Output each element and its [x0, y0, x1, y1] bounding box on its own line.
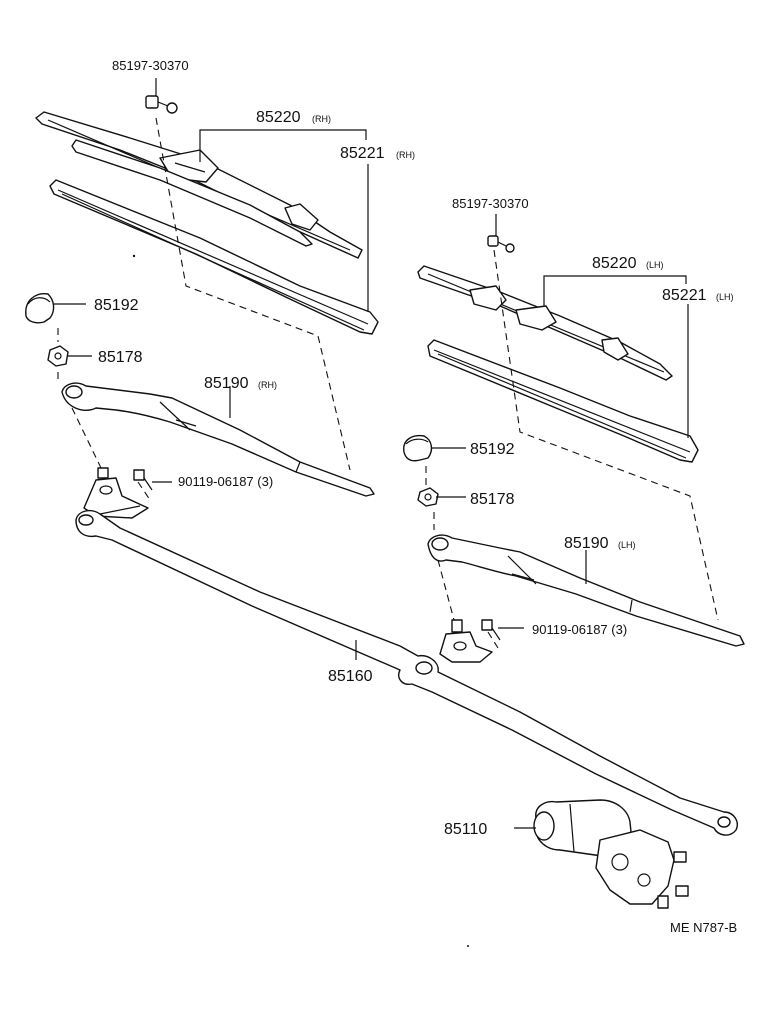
label-arm-rh-side: (RH) — [258, 380, 277, 390]
bolt-85197-lh — [487, 235, 515, 253]
label-arm-lh-side: (LH) — [618, 540, 636, 550]
label-arm-rh: 85190 — [204, 375, 249, 392]
wiper-link-85160 — [75, 505, 738, 836]
label-blade-lh: 85220 — [592, 255, 637, 272]
wiper-arm-lh — [427, 534, 745, 647]
speck — [132, 254, 136, 258]
assembly-guides-lh — [425, 249, 719, 649]
leader-lines-lh — [432, 214, 689, 629]
bolt-85197-rh — [145, 95, 178, 114]
label-refill-lh: 85221 — [662, 287, 707, 304]
label-cap-lh: 85192 — [470, 441, 515, 458]
label-motor: 85110 — [444, 821, 487, 838]
wiper-arm-rh — [61, 382, 375, 497]
label-screw-rh: 90119-06187 (3) — [178, 474, 273, 489]
nut-85178-lh — [417, 487, 439, 507]
leader-lines-rh — [54, 78, 369, 483]
wiper-refill-rh — [49, 179, 379, 335]
label-nut-rh: 85178 — [98, 349, 143, 366]
diagram-code: ME N787-B — [670, 920, 737, 935]
pivot-lh — [439, 619, 501, 663]
label-blade-rh-side: (RH) — [312, 114, 331, 124]
label-link: 85160 — [328, 668, 373, 685]
nut-85178-rh — [47, 345, 69, 367]
label-bolt-lh: 85197-30370 — [452, 196, 529, 211]
label-arm-lh: 85190 — [564, 535, 609, 552]
label-blade-lh-side: (LH) — [646, 260, 664, 270]
label-refill-rh: 85221 — [340, 145, 385, 162]
cap-85192-lh — [403, 434, 433, 462]
wiper-refill-lh — [427, 339, 699, 463]
label-refill-rh-side: (RH) — [396, 150, 415, 160]
label-screw-lh: 90119-06187 (3) — [532, 622, 627, 637]
speck — [467, 945, 469, 947]
wiper-blade-lh — [417, 265, 673, 381]
label-refill-lh-side: (LH) — [716, 292, 734, 302]
label-bolt-rh: 85197-30370 — [112, 58, 189, 73]
wiper-blade-rh — [35, 111, 363, 259]
assembly-guides-rh — [57, 117, 351, 501]
wiper-motor-85110 — [514, 799, 689, 909]
label-cap-rh: 85192 — [94, 297, 139, 314]
label-blade-rh: 85220 — [256, 109, 301, 126]
label-nut-lh: 85178 — [470, 491, 515, 508]
cap-85192-rh — [25, 293, 55, 324]
